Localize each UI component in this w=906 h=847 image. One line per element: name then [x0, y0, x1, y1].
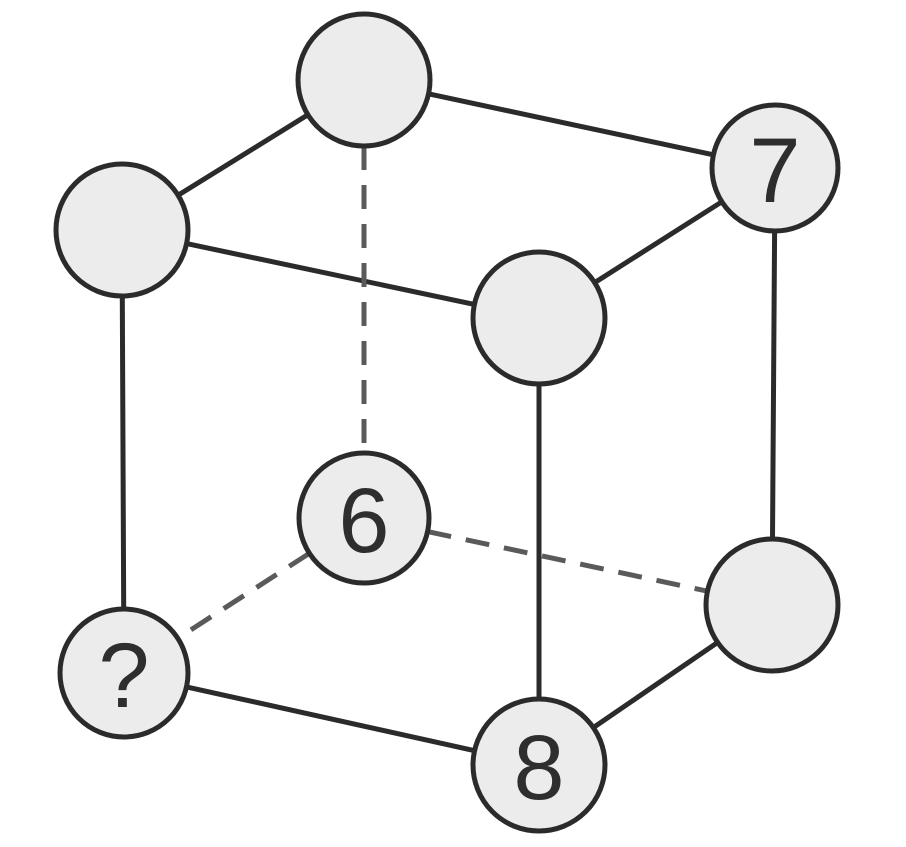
edge-bottom-back-to-bottom-left-dashed: [176, 551, 311, 641]
edge-bottom-front-to-bottom-right: [590, 639, 721, 731]
node-bottom-back: 6: [296, 450, 432, 586]
node-bottom-right: [703, 536, 841, 674]
node-bottom-front: 8: [470, 696, 608, 834]
edge-bottom-back-to-bottom-right-dashed: [427, 529, 709, 594]
node-bottom-left: ?: [57, 606, 191, 740]
node-circle-top-back: [295, 11, 433, 149]
edge-top-left-to-bottom-left: [119, 293, 127, 612]
node-circle-top-left: [53, 161, 191, 299]
node-circle-top-right: [709, 102, 841, 234]
edge-top-back-to-top-right: [426, 91, 716, 158]
edge-top-right-to-bottom-right: [770, 228, 778, 542]
node-circle-bottom-left: [57, 606, 191, 740]
node-circle-bottom-front: [470, 696, 608, 834]
edge-top-left-to-top-front: [184, 241, 477, 307]
node-label-bottom-left: ?: [98, 625, 149, 727]
node-label-top-right: 7: [749, 120, 800, 222]
node-label-bottom-front: 8: [513, 717, 564, 819]
node-circle-bottom-back: [296, 450, 432, 586]
node-top-right: 7: [709, 102, 841, 234]
node-circle-top-front: [470, 249, 608, 387]
edges-layer: [119, 91, 778, 754]
node-label-bottom-back: 6: [338, 470, 389, 572]
node-circle-bottom-right: [703, 536, 841, 674]
edge-top-right-to-top-front: [592, 199, 725, 286]
nodes-layer: 7 6? 8: [53, 11, 841, 834]
node-top-left: [53, 161, 191, 299]
edge-top-back-to-top-left: [175, 112, 311, 198]
node-top-front: [470, 249, 608, 387]
edge-bottom-left-to-bottom-front: [184, 684, 478, 754]
node-top-back: [295, 11, 433, 149]
